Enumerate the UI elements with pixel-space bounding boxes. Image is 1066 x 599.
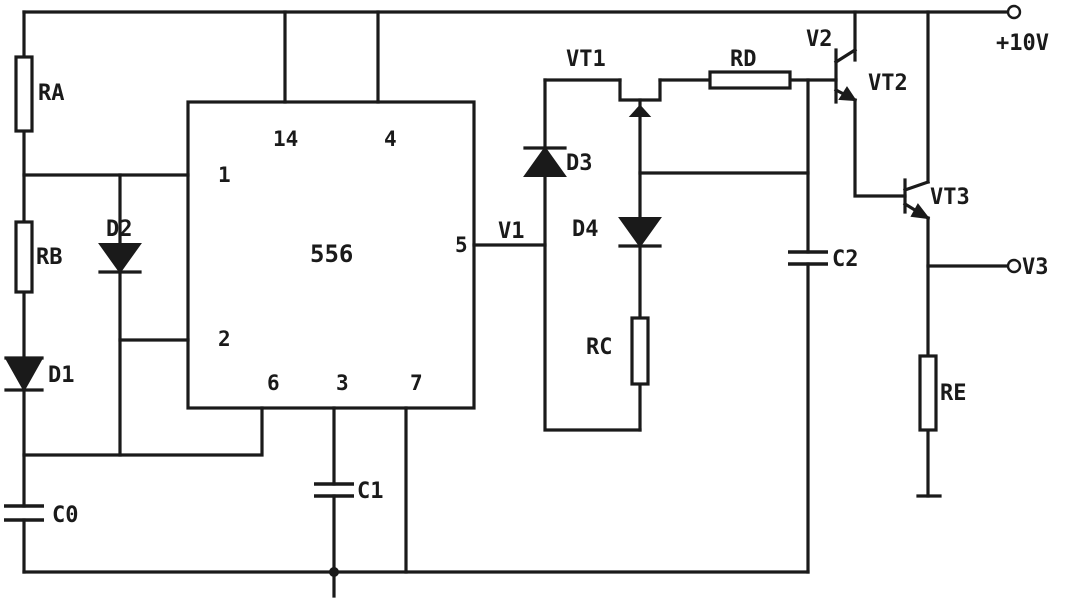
- transistor-vt2-emitter-arrow: [838, 86, 857, 102]
- supply-terminal-circle: [1006, 4, 1022, 20]
- resistor-rb-body: [14, 220, 34, 294]
- pin-7-label: 7: [410, 371, 423, 395]
- supply-terminal: +10V: [996, 4, 1049, 56]
- transistor-vt1: VT1: [566, 47, 662, 117]
- pin-4-label: 4: [384, 127, 397, 151]
- ic-body: [186, 100, 476, 410]
- v3-label: V3: [1022, 255, 1049, 280]
- resistor-ra-body: [14, 55, 34, 133]
- diode-d2: D2: [98, 217, 142, 274]
- v3-terminal-circle: [1006, 258, 1022, 274]
- pin-1-label: 1: [218, 163, 231, 187]
- v2-label: V2: [806, 27, 833, 52]
- transistor-vt3: VT3: [902, 178, 970, 221]
- transistor-vt3-label: VT3: [930, 185, 970, 210]
- diode-d1-triangle: [4, 357, 44, 393]
- capacitor-c2: C2: [788, 247, 859, 272]
- resistor-re: RE: [918, 354, 967, 432]
- pin-2-label: 2: [218, 327, 231, 351]
- diode-d4: D4: [572, 217, 662, 248]
- resistor-rc-label: RC: [586, 335, 613, 360]
- pin-14-label: 14: [273, 127, 298, 151]
- capacitor-c0: C0: [4, 503, 79, 528]
- transistor-vt1-gate-arrow: [628, 104, 652, 117]
- resistor-rd-label: RD: [730, 47, 757, 72]
- diode-d4-label: D4: [572, 217, 599, 242]
- capacitor-c2-label: C2: [832, 247, 859, 272]
- diode-d3-triangle: [523, 146, 567, 177]
- resistor-re-label: RE: [940, 381, 967, 406]
- diode-d1: D1: [4, 356, 75, 393]
- v1-label: V1: [498, 219, 525, 244]
- transistor-vt3-emitter-arrow: [910, 203, 931, 220]
- capacitor-c1: C1: [314, 479, 384, 504]
- v3-terminal: V3: [1006, 255, 1049, 280]
- transistor-vt1-label: VT1: [566, 47, 606, 72]
- diode-d4-triangle: [618, 217, 662, 248]
- pin-6-label: 6: [267, 371, 280, 395]
- resistor-rc-body: [630, 316, 650, 386]
- ic-556: 556 14 4 1 2 5 6 3 7: [186, 100, 476, 410]
- supply-label: +10V: [996, 31, 1049, 56]
- capacitor-c0-label: C0: [52, 503, 79, 528]
- ground-junction-dot: [329, 567, 339, 577]
- diode-d1-label: D1: [48, 363, 75, 388]
- diode-d3-label: D3: [566, 151, 593, 176]
- ic-label: 556: [310, 240, 353, 268]
- transistor-vt2-label: VT2: [868, 71, 908, 96]
- resistor-rb-label: RB: [36, 245, 63, 270]
- wires: [22, 10, 1010, 598]
- diode-d3: D3: [523, 146, 593, 177]
- resistor-rc: RC: [586, 316, 650, 386]
- resistor-ra-label: RA: [38, 81, 65, 106]
- resistor-ra: RA: [14, 55, 65, 133]
- resistor-rd-body: [708, 70, 792, 90]
- pin-3-label: 3: [336, 371, 349, 395]
- capacitor-c1-label: C1: [357, 479, 384, 504]
- resistor-rd: RD: [708, 47, 792, 90]
- junction-dots: [329, 567, 339, 577]
- diode-d2-label: D2: [106, 217, 133, 242]
- diode-d2-triangle: [98, 243, 142, 274]
- resistor-rb: RB: [14, 220, 63, 294]
- resistor-re-body: [918, 354, 938, 432]
- transistor-vt2: VT2: [833, 47, 908, 103]
- pin-5-label: 5: [455, 233, 468, 257]
